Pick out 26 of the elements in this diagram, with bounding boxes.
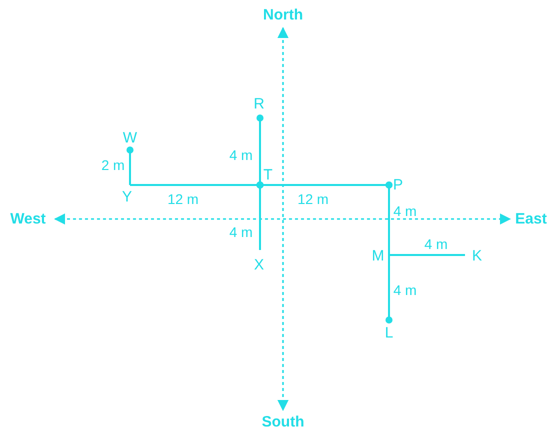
line-segment	[386, 182, 392, 255]
point-label: M	[372, 248, 384, 264]
direction-label: East	[515, 212, 547, 226]
distance-label: 4 m	[228, 148, 254, 162]
point-label: W	[122, 130, 138, 146]
line-segment	[389, 254, 465, 256]
point-label: T	[263, 168, 273, 182]
distance-label: 4 m	[392, 283, 418, 297]
distance-label: 4 m	[392, 204, 418, 218]
point-label: L	[384, 326, 394, 340]
distance-label: 4 m	[228, 225, 254, 239]
distance-label: 12 m	[166, 192, 200, 206]
direction-label: North	[263, 8, 303, 22]
point-label: X	[254, 258, 264, 272]
direction-label: South	[262, 414, 304, 430]
distance-label: 2 m	[100, 158, 126, 172]
point-label: P	[393, 178, 403, 192]
line-segment	[256, 182, 264, 250]
direction-label: West	[10, 212, 46, 226]
distance-label: 4 m	[423, 237, 449, 251]
point-label: K	[472, 248, 482, 264]
line-segment	[126, 146, 134, 185]
line-segment	[386, 255, 392, 324]
distance-label: 12 m	[296, 192, 330, 206]
point-label: R	[254, 96, 264, 112]
point-label: Y	[122, 190, 132, 204]
